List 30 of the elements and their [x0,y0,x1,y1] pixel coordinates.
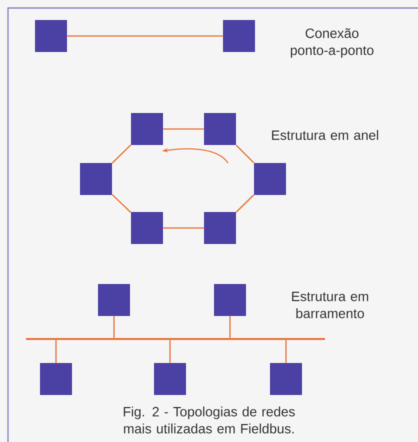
device-square [80,163,112,195]
device-square [214,284,246,316]
connector-line [169,340,171,363]
connector-line [112,144,132,164]
device-square [223,20,255,52]
connector-line [285,340,287,363]
device-square [254,163,286,195]
device-square [35,20,67,52]
topology-label: Conexão ponto-a-ponto [290,28,374,58]
bus-line [26,338,325,340]
device-square [131,212,163,244]
connector-line [113,316,115,338]
connector-line [55,340,57,363]
connector-line [236,194,254,213]
connector-line [112,194,132,213]
topology-label: Estrutura em barramento [292,292,368,318]
device-square [204,212,236,244]
connector-line [163,227,204,229]
connector-line [67,35,223,37]
connector-line [236,144,254,164]
device-square [270,363,302,395]
device-square [154,363,186,395]
device-square [131,113,163,145]
device-square [204,113,236,145]
device-square [98,284,130,316]
figure-caption: Fig. 2 - Topologias de redes mais utilizadas em Fieldbus. [124,406,295,434]
device-square [40,363,72,395]
connector-line [229,316,231,338]
connector-line [163,128,204,130]
topology-label: Estrutura em anel [272,130,378,140]
